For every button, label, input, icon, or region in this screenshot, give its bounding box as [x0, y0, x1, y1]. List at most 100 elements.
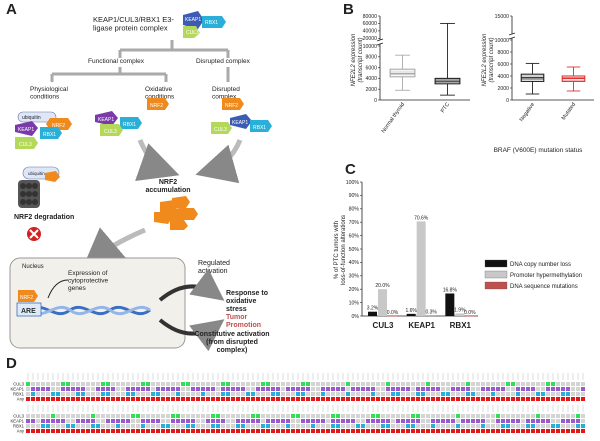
cell-any	[546, 429, 550, 433]
cell-rbx1	[401, 424, 405, 428]
cell-keap1	[256, 419, 260, 423]
cell-keap1	[96, 419, 100, 423]
cell-cul3	[146, 414, 150, 418]
cell-keap1	[181, 387, 185, 391]
cell-cul3	[376, 382, 380, 386]
cell-cul3	[116, 414, 120, 418]
cell-cul3	[261, 382, 265, 386]
row-label-any: Any	[17, 397, 25, 402]
cell-cul3	[271, 382, 275, 386]
cell-rbx1	[171, 392, 175, 396]
cell-any	[346, 397, 350, 401]
cell-cul3	[351, 414, 355, 418]
cell-rbx1	[91, 392, 95, 396]
category-label: CUL3	[373, 321, 394, 330]
cell-any	[201, 397, 205, 401]
cell-any	[401, 429, 405, 433]
y-tick-label: 10000	[495, 38, 510, 44]
cell-cul3	[191, 382, 195, 386]
legend-label: DNA copy number loss	[510, 262, 571, 268]
cell-cul3	[551, 382, 555, 386]
nrf2-cluster	[154, 196, 198, 230]
cell-cul3	[181, 382, 185, 386]
cell-cul3	[471, 382, 475, 386]
cell-keap1	[416, 419, 420, 423]
cell-rbx1	[531, 424, 535, 428]
cell-rbx1	[506, 392, 510, 396]
cell-keap1	[86, 419, 90, 423]
cell-cul3	[451, 382, 455, 386]
cell-rbx1	[156, 392, 160, 396]
cell-keap1	[291, 419, 295, 423]
cell-rbx1	[176, 392, 180, 396]
bar-cul3-2	[388, 316, 397, 317]
cell-any	[81, 429, 85, 433]
cell-rbx1	[521, 424, 525, 428]
cell-any	[206, 397, 210, 401]
bar-rbx1-1	[455, 313, 465, 316]
cell-any	[216, 397, 220, 401]
cell-rbx1	[581, 424, 585, 428]
cell-cul3	[341, 414, 345, 418]
cell-cul3	[156, 414, 160, 418]
cell-any	[211, 429, 215, 433]
cell-cul3	[391, 382, 395, 386]
cell-keap1	[136, 387, 140, 391]
cell-keap1	[396, 419, 400, 423]
cell-any	[251, 397, 255, 401]
cell-cul3	[131, 414, 135, 418]
cell-cul3	[206, 382, 210, 386]
cell-keap1	[446, 387, 450, 391]
cell-any	[541, 397, 545, 401]
cell-cul3	[251, 414, 255, 418]
svg-text:CUL3: CUL3	[104, 129, 117, 135]
cell-any	[181, 397, 185, 401]
cell-rbx1	[466, 392, 470, 396]
cell-any	[581, 429, 585, 433]
data-label: 70.6%	[414, 215, 429, 221]
cell-keap1	[281, 387, 285, 391]
legend-label: DNA sequence mutations	[510, 284, 578, 290]
cell-cul3	[86, 414, 90, 418]
cell-cul3	[81, 382, 85, 386]
cell-rbx1	[501, 392, 505, 396]
cell-any	[576, 429, 580, 433]
cell-any	[426, 397, 430, 401]
cell-rbx1	[231, 424, 235, 428]
cell-cul3	[486, 382, 490, 386]
cell-cul3	[231, 382, 235, 386]
cell-keap1	[236, 419, 240, 423]
disrupted-complex-header: Disrupted complex	[196, 58, 251, 65]
box-mutated	[561, 66, 586, 92]
cell-any	[356, 397, 360, 401]
cell-rbx1	[181, 424, 185, 428]
cell-any	[286, 397, 290, 401]
cell-rbx1	[516, 424, 520, 428]
cell-cul3	[96, 414, 100, 418]
cell-rbx1	[496, 392, 500, 396]
cell-rbx1	[366, 424, 370, 428]
cell-cul3	[111, 382, 115, 386]
cell-rbx1	[466, 424, 470, 428]
cell-keap1	[381, 387, 385, 391]
cell-keap1	[461, 419, 465, 423]
cell-cul3	[356, 414, 360, 418]
svg-text:CUL3: CUL3	[186, 30, 199, 36]
cell-cul3	[236, 382, 240, 386]
cell-cul3	[526, 414, 530, 418]
box-normal-thyroid	[389, 54, 416, 91]
cell-cul3	[91, 414, 95, 418]
cell-keap1	[161, 419, 165, 423]
cell-any	[261, 429, 265, 433]
cell-any	[181, 429, 185, 433]
cell-rbx1	[301, 392, 305, 396]
cell-keap1	[266, 387, 270, 391]
cell-rbx1	[281, 392, 285, 396]
cell-keap1	[256, 387, 260, 391]
cell-cul3	[276, 414, 280, 418]
cell-any	[76, 429, 80, 433]
cell-cul3	[536, 414, 540, 418]
cell-keap1	[186, 419, 190, 423]
